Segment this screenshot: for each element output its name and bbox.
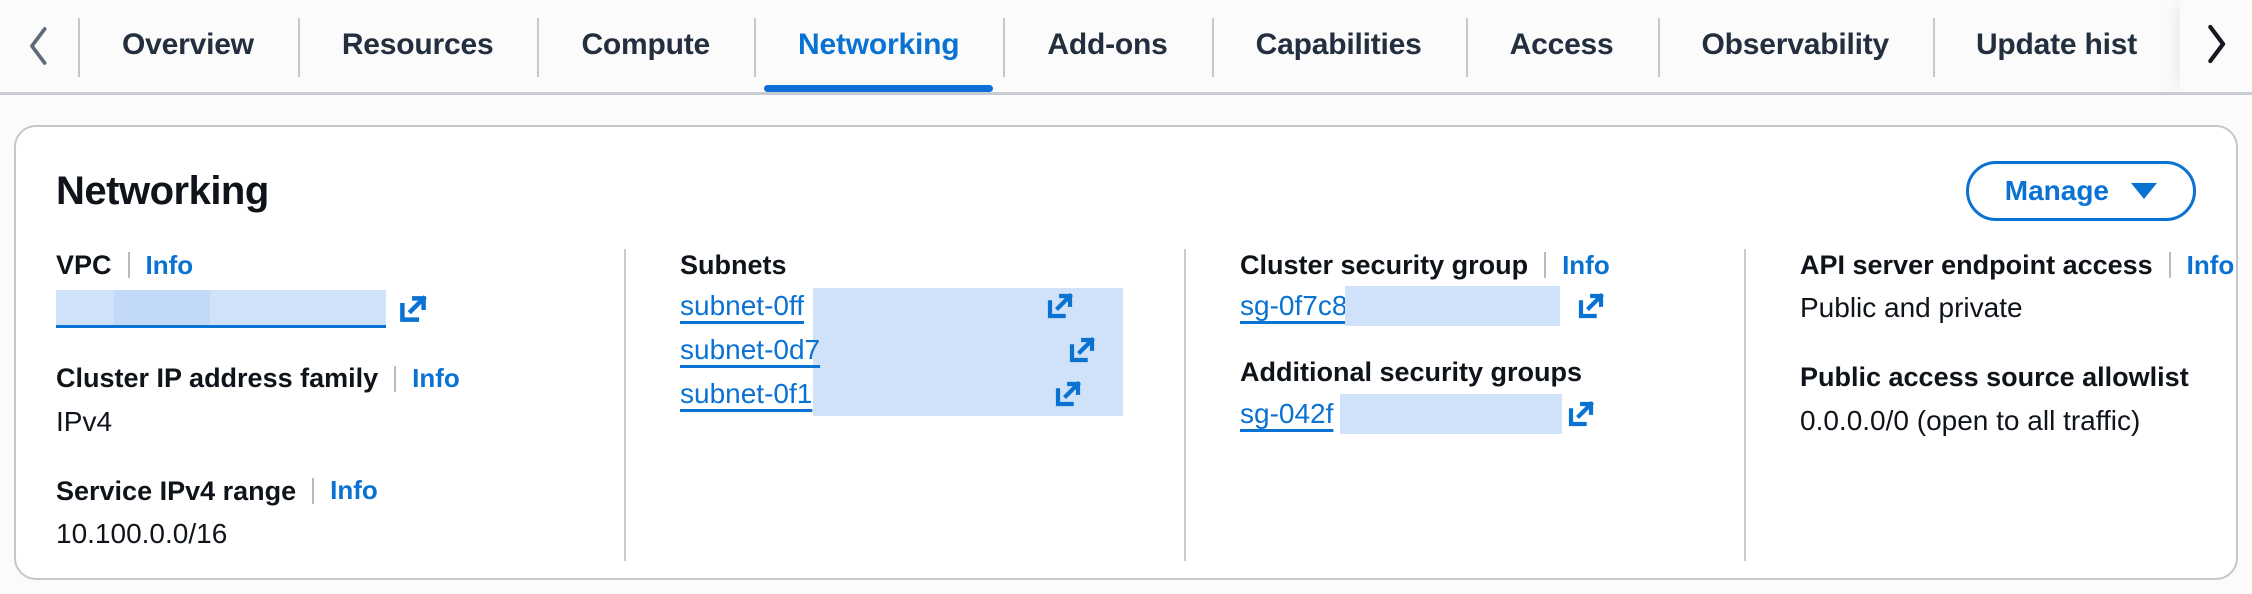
tab-update-history[interactable]: Update hist bbox=[1933, 0, 2180, 95]
field-label: Additional security groups bbox=[1240, 356, 1708, 388]
external-link-icon[interactable] bbox=[1044, 290, 1076, 322]
tab-overview[interactable]: Overview bbox=[78, 0, 298, 95]
list-item: sg-042f bbox=[1240, 393, 1708, 434]
field-service-ipv4-range: Service IPv4 range Info 10.100.0.0/16 bbox=[56, 475, 588, 553]
tab-label: Update hist bbox=[1975, 27, 2138, 61]
external-link-icon[interactable] bbox=[1575, 290, 1607, 322]
tab-add-ons[interactable]: Add-ons bbox=[1003, 0, 1211, 95]
column-vpc: VPC Info bbox=[56, 249, 624, 567]
tabs-scroll-right-button[interactable] bbox=[2180, 0, 2252, 92]
additional-security-group-link[interactable]: sg-042f bbox=[1240, 397, 1334, 429]
api-endpoint-value: Public and private bbox=[1800, 292, 2023, 324]
caret-down-icon bbox=[2131, 183, 2157, 199]
external-link-icon[interactable] bbox=[1565, 398, 1597, 430]
field-additional-security-groups: Additional security groups sg-042f bbox=[1240, 356, 1708, 434]
label-divider bbox=[394, 365, 397, 392]
page-title: Networking bbox=[56, 168, 269, 213]
tab-label: Observability bbox=[1701, 27, 1890, 61]
field-label: Public access source allowlist bbox=[1800, 361, 2234, 393]
field-public-access-allowlist: Public access source allowlist 0.0.0.0/0… bbox=[1800, 361, 2234, 439]
public-allowlist-value: 0.0.0.0/0 (open to all traffic) bbox=[1800, 404, 2141, 436]
field-label: Subnets bbox=[680, 249, 1148, 281]
tab-label: Capabilities bbox=[1255, 27, 1422, 61]
info-link-ip-family[interactable]: Info bbox=[412, 362, 460, 393]
list-item: subnet-0ff bbox=[680, 290, 1148, 322]
external-link-icon[interactable] bbox=[396, 292, 430, 326]
info-link-api-endpoint[interactable]: Info bbox=[2186, 249, 2235, 280]
field-api-endpoint-access: API server endpoint access Info Public a… bbox=[1800, 249, 2234, 327]
field-label: Service IPv4 range Info bbox=[56, 475, 588, 507]
service-range-label: Service IPv4 range bbox=[56, 475, 297, 506]
column-endpoint-access: API server endpoint access Info Public a… bbox=[1744, 249, 2252, 567]
vpc-link-redacted[interactable] bbox=[56, 290, 386, 329]
chevron-left-icon bbox=[22, 23, 56, 69]
subnet-link[interactable]: subnet-0f1 bbox=[680, 378, 813, 410]
list-item: subnet-0d7 bbox=[680, 334, 1148, 366]
field-cluster-security-group: Cluster security group Info sg-0f7c8 bbox=[1240, 249, 1708, 327]
additional-sg-label: Additional security groups bbox=[1240, 357, 1583, 388]
tab-observability[interactable]: Observability bbox=[1657, 0, 1933, 95]
field-label: Cluster IP address family Info bbox=[56, 362, 588, 394]
vpc-label: VPC bbox=[56, 250, 112, 280]
field-cluster-ip-family: Cluster IP address family Info IPv4 bbox=[56, 362, 588, 440]
service-range-value: 10.100.0.0/16 bbox=[56, 518, 228, 550]
external-link-icon[interactable] bbox=[1066, 334, 1098, 366]
redaction-block bbox=[114, 290, 210, 326]
tab-label: Resources bbox=[341, 27, 494, 61]
field-label: API server endpoint access Info bbox=[1800, 249, 2234, 281]
tab-label: Add-ons bbox=[1047, 27, 1168, 61]
label-divider bbox=[127, 252, 130, 279]
list-item: sg-0f7c8 bbox=[1240, 286, 1708, 327]
manage-button-label: Manage bbox=[2004, 175, 2109, 206]
public-allowlist-label: Public access source allowlist bbox=[1800, 362, 2189, 393]
field-label: Cluster security group Info bbox=[1240, 249, 1708, 281]
column-security-groups: Cluster security group Info sg-0f7c8 bbox=[1184, 249, 1744, 567]
label-divider bbox=[2168, 252, 2171, 279]
tab-label: Access bbox=[1509, 27, 1614, 61]
tab-label: Compute bbox=[581, 27, 711, 61]
tab-label: Networking bbox=[798, 27, 960, 61]
cluster-security-group-link[interactable]: sg-0f7c8 bbox=[1240, 290, 1348, 322]
list-item: subnet-0f1 bbox=[680, 378, 1148, 410]
tab-bar: Overview Resources Compute Networking Ad… bbox=[0, 0, 2252, 95]
redaction-block bbox=[1340, 393, 1562, 434]
field-label: VPC Info bbox=[56, 249, 588, 281]
tab-resources[interactable]: Resources bbox=[297, 0, 538, 95]
label-divider bbox=[1544, 252, 1547, 279]
subnet-link[interactable]: subnet-0d7 bbox=[680, 334, 821, 366]
label-divider bbox=[312, 477, 315, 504]
vpc-value-row bbox=[56, 290, 588, 329]
networking-panel: Networking Manage VPC Info bbox=[14, 125, 2238, 580]
ip-family-label: Cluster IP address family bbox=[56, 363, 379, 394]
manage-button[interactable]: Manage bbox=[1965, 161, 2196, 221]
subnets-label: Subnets bbox=[680, 250, 787, 280]
info-link-vpc[interactable]: Info bbox=[145, 249, 194, 280]
details-columns: VPC Info bbox=[56, 249, 2234, 567]
field-subnets: Subnets subnet-0ff bbox=[680, 249, 1148, 417]
tab-networking[interactable]: Networking bbox=[754, 0, 1003, 95]
cluster-sg-label: Cluster security group bbox=[1240, 250, 1529, 280]
tabs-scroll-left-button[interactable] bbox=[0, 0, 78, 95]
field-vpc: VPC Info bbox=[56, 249, 588, 329]
column-subnets: Subnets subnet-0ff bbox=[624, 249, 1184, 567]
tab-compute[interactable]: Compute bbox=[537, 0, 754, 95]
tab-list: Overview Resources Compute Networking Ad… bbox=[78, 0, 2252, 95]
external-link-icon[interactable] bbox=[1052, 378, 1084, 410]
redaction-block bbox=[1345, 286, 1560, 327]
info-link-service-range[interactable]: Info bbox=[330, 475, 378, 506]
panel-header: Networking Manage bbox=[56, 161, 2196, 221]
ip-family-value: IPv4 bbox=[56, 405, 113, 437]
tab-label: Overview bbox=[122, 27, 254, 61]
subnet-link[interactable]: subnet-0ff bbox=[680, 290, 805, 322]
info-link-cluster-sg[interactable]: Info bbox=[1562, 249, 1610, 280]
tab-capabilities[interactable]: Capabilities bbox=[1211, 0, 1466, 95]
api-endpoint-label: API server endpoint access bbox=[1800, 250, 2153, 280]
tab-access[interactable]: Access bbox=[1465, 0, 1658, 95]
chevron-right-icon bbox=[2199, 21, 2233, 67]
